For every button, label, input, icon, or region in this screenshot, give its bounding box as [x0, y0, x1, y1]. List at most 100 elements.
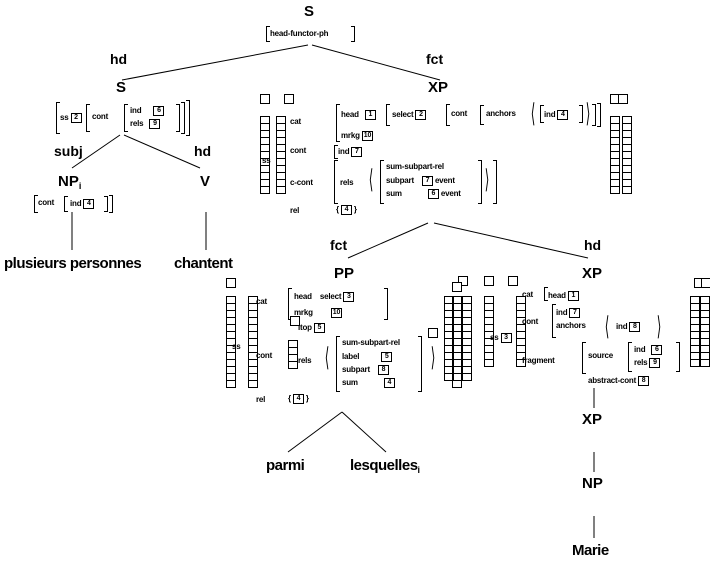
word-lesquelles-subscript: i	[417, 465, 421, 475]
glyph-box	[618, 94, 628, 104]
tag-box: 4	[383, 378, 395, 388]
np-bracket-left	[34, 195, 38, 213]
word-parmi: parmi	[266, 457, 305, 474]
np-i-label: NP	[58, 173, 79, 190]
glyph-box-column	[610, 116, 620, 194]
pp-rel-bracket	[336, 336, 340, 392]
edge-pp-lesquelles	[341, 411, 387, 453]
glyph-box-column	[690, 296, 700, 367]
xpm-cont-label: cont	[522, 317, 539, 326]
tag-box: 10	[330, 308, 343, 318]
xp-bracket-r1	[592, 104, 596, 126]
edge-label-hd-mid: hd	[584, 237, 602, 253]
s-avm-bracket-left	[56, 102, 60, 134]
root-node-label: S	[304, 3, 315, 20]
xpm-cat-bracket	[544, 287, 548, 301]
word-chantent: chantent	[174, 255, 233, 272]
tag-box: 5	[381, 352, 393, 362]
xpm-anchor-ind-label: ind	[616, 322, 628, 332]
edge-xp-xpmid	[433, 222, 589, 259]
pp-label-label: label	[342, 352, 360, 362]
s-rels-label: rels	[130, 119, 144, 129]
np-bracket-r2	[109, 195, 113, 213]
pp-rel-type: sum-subpart-rel	[342, 338, 400, 347]
xpm-fragment-label: fragment	[522, 356, 555, 365]
edge-root-s	[121, 44, 309, 81]
edge-label-fct-mid: fct	[330, 237, 348, 253]
edge-xp-pp	[347, 222, 429, 259]
xp-rel-set: {4}	[336, 205, 357, 215]
glyph-box	[458, 276, 468, 286]
xpm-abstract-label: abstract-cont	[588, 376, 637, 386]
xpm-cat-attr: cat	[522, 291, 533, 299]
glyph-box	[260, 94, 270, 104]
tag-box: 6	[651, 345, 663, 355]
xp-rel-bracket-r	[478, 160, 482, 204]
np-low-node-label: NP	[582, 475, 603, 492]
edge-label-fct-top: fct	[426, 51, 444, 67]
edge-pp-parmi	[287, 411, 343, 453]
xp-cont-bracket	[480, 105, 484, 125]
edge-root-xp	[311, 44, 441, 81]
pp-ss-label: ss	[232, 342, 241, 351]
xpm-cont-bracket	[552, 304, 556, 338]
xp-cat-bracket	[336, 104, 340, 142]
xpm-anchors-label: anchors	[556, 321, 586, 330]
xp-select-label: select	[392, 110, 414, 120]
glyph-box-column	[260, 116, 270, 194]
xp-ss-label: ss	[262, 156, 271, 165]
pp-head-label: head	[294, 292, 312, 302]
xpm-cat-label: cat	[522, 290, 533, 299]
glyph-box	[508, 276, 518, 286]
tag-box: 8	[638, 376, 650, 386]
s-ss-bracket	[86, 104, 90, 132]
pp-sum-label: sum	[342, 378, 358, 388]
root-bracket-right	[351, 26, 355, 42]
xp-rels-label: rels	[340, 178, 354, 187]
np-i-subscript: i	[78, 181, 82, 191]
glyph-box	[452, 282, 462, 292]
angle-bracket-right: ⟩	[656, 311, 662, 341]
tag-box: 10	[361, 131, 374, 141]
v-node-label: V	[200, 173, 211, 190]
xp-head-bracket	[386, 104, 390, 126]
glyph-box-column	[288, 340, 298, 369]
edge-label-hd-v: hd	[194, 143, 212, 159]
tag-box: 4	[83, 199, 95, 209]
edge-s-v	[123, 134, 201, 169]
tag-box: 5	[313, 323, 325, 333]
xpm-source-bracket-r	[676, 342, 680, 372]
tag-box: 7	[351, 147, 363, 157]
glyph-box	[226, 278, 236, 288]
xp-subpart-event: event	[434, 176, 455, 186]
glyph-box-column	[700, 296, 710, 367]
edge-label-subj: subj	[54, 143, 83, 159]
root-bracket-left	[266, 26, 270, 42]
tag-box: 7	[569, 308, 581, 318]
tag-box: 4	[340, 205, 352, 215]
pp-select-label: select	[319, 292, 342, 302]
np-cont-attr: cont	[38, 199, 54, 207]
word-lesquelles-text: lesquelles	[350, 457, 418, 474]
edge-s-np	[71, 134, 121, 169]
glyph-box-column	[276, 116, 286, 194]
pp-cont-label: cont	[256, 351, 273, 360]
edge-label-hd-top: hd	[110, 51, 128, 67]
